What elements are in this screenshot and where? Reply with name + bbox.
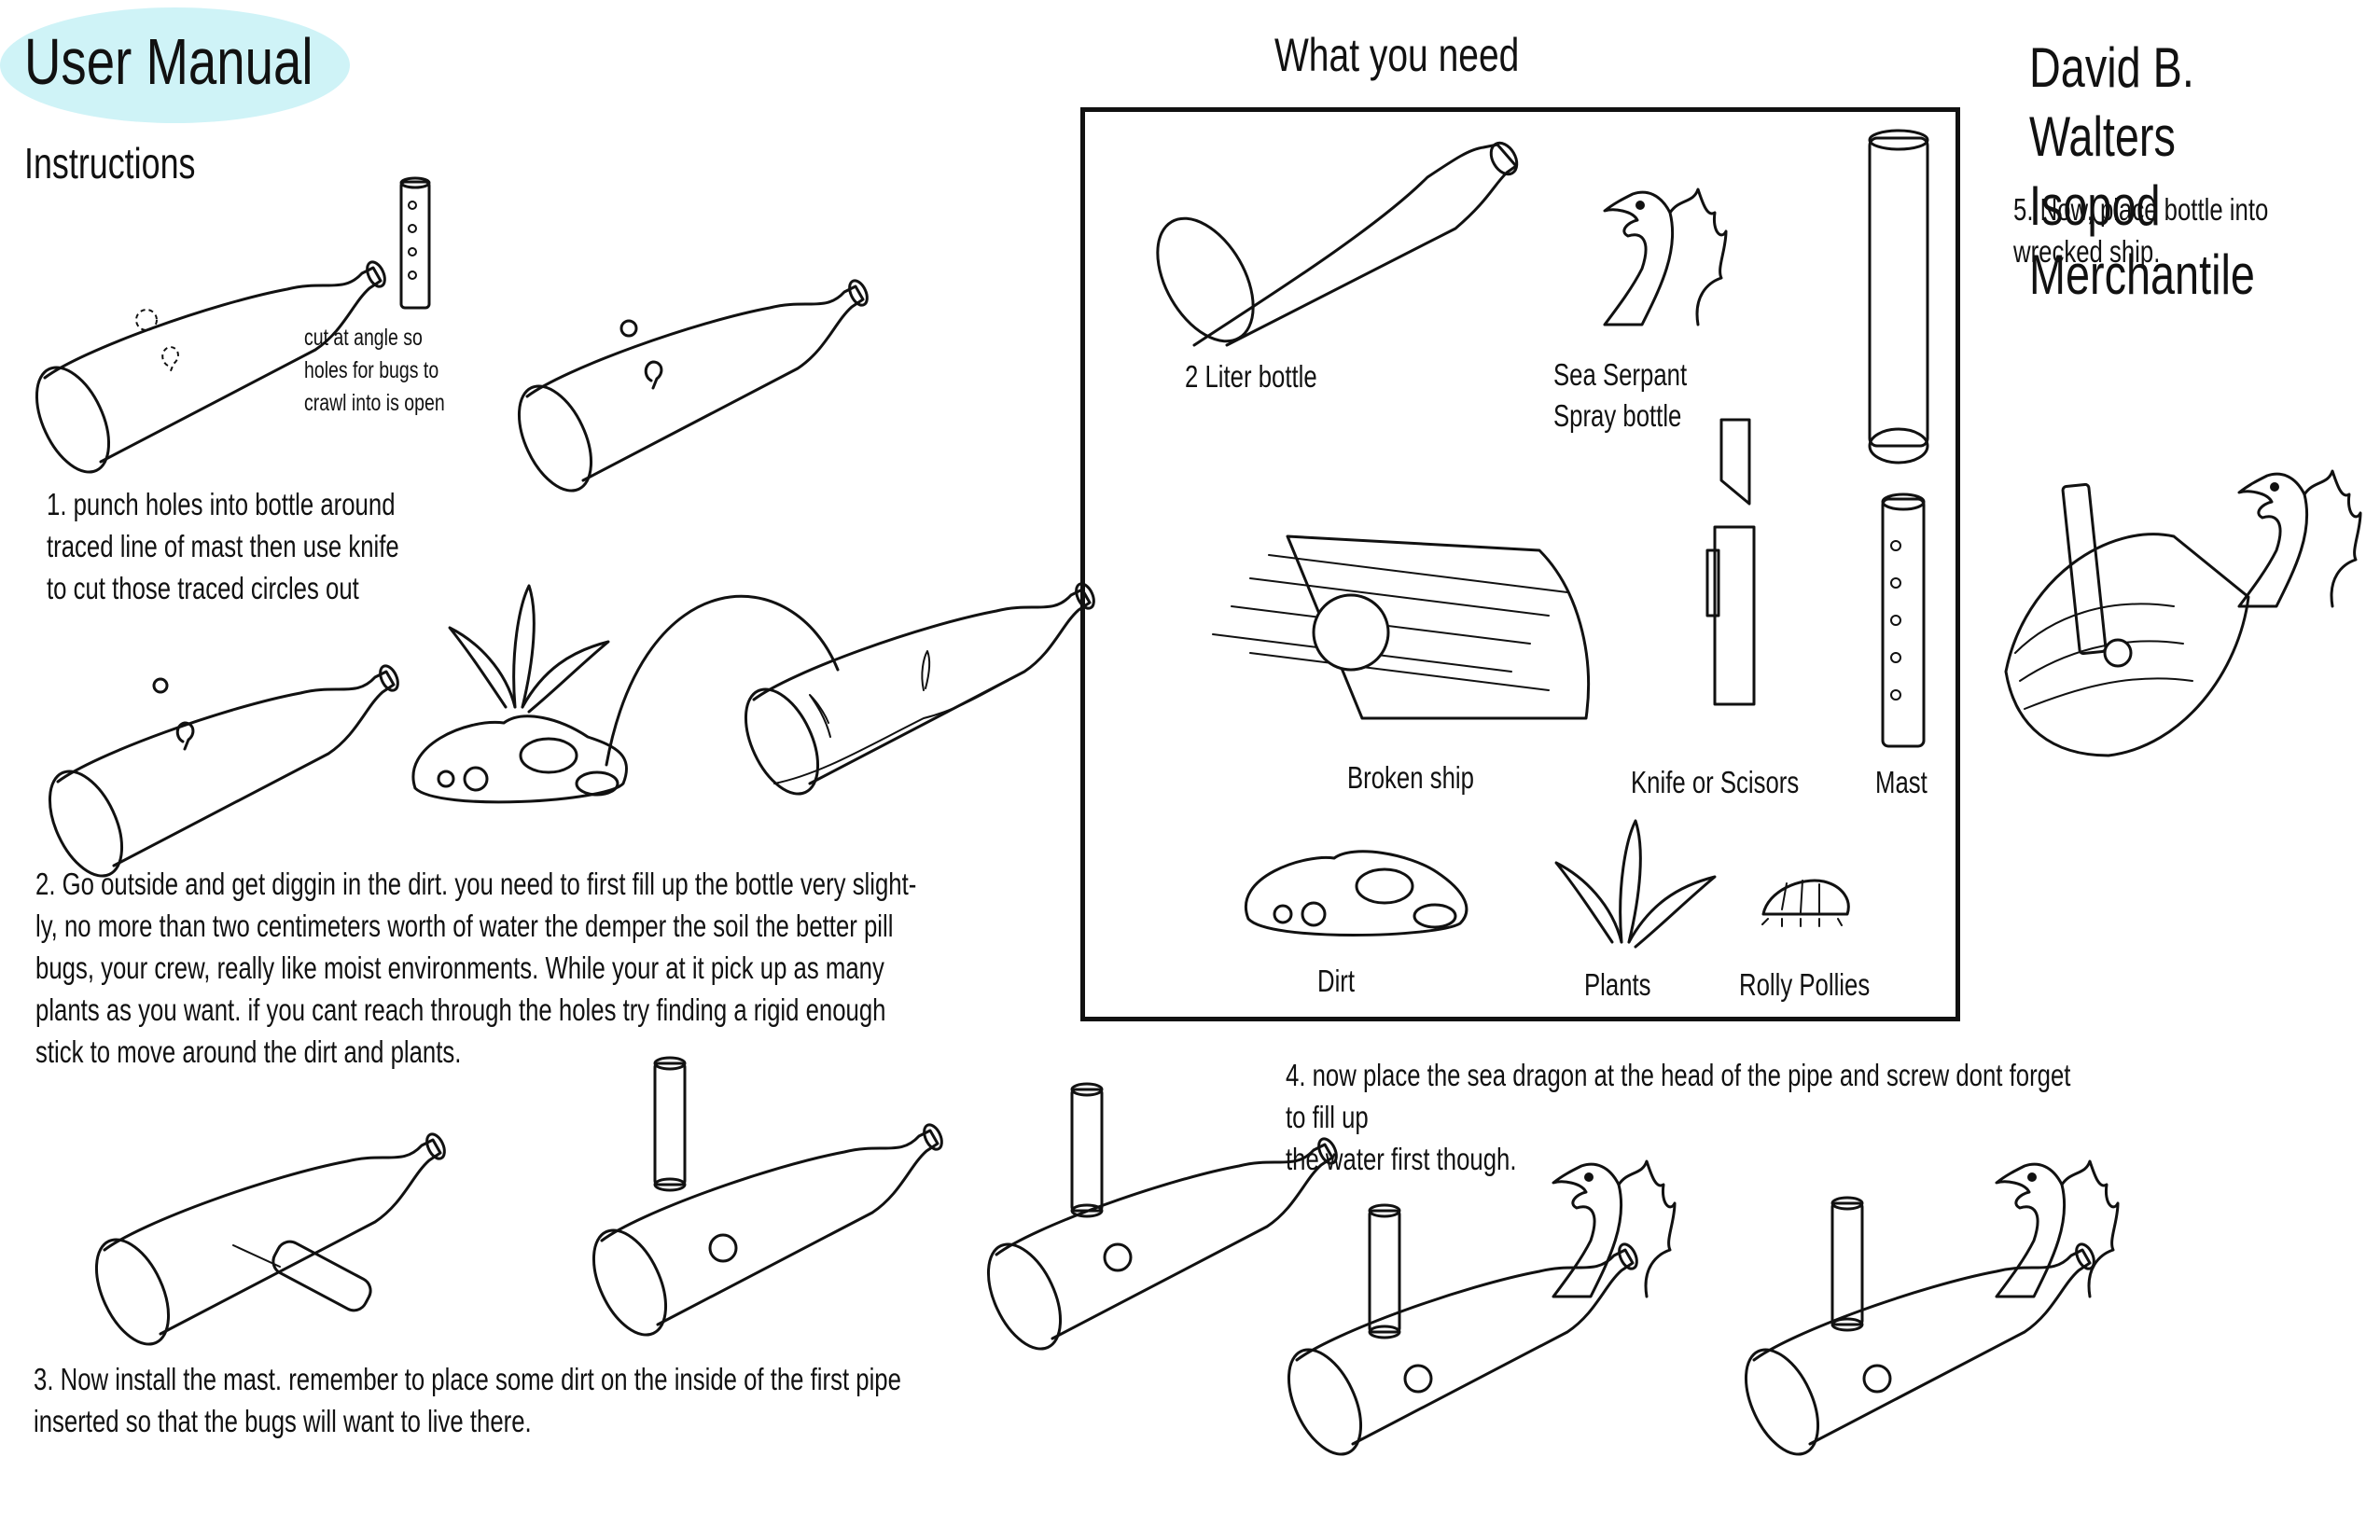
dirt-sketch (411, 715, 629, 804)
step4-bottle-b (1730, 1159, 2120, 1467)
plant-sketch (448, 584, 610, 714)
page-title: User Manual (24, 25, 313, 98)
label-serpent: Sea Serpant Spray bottle (1553, 357, 1688, 433)
step3-bottle-b (578, 1056, 947, 1348)
label-dirt: Dirt (1317, 964, 1356, 998)
supply-plants (1554, 819, 1717, 949)
step3-bottle-a (80, 1130, 450, 1357)
supply-pipe (1868, 129, 1929, 465)
step5-text: 5. Now, place bottle into wrecked ship. (2013, 192, 2269, 269)
supplies-heading: What you need (1274, 29, 1520, 81)
label-ship: Broken ship (1347, 760, 1474, 795)
step2-filled-bottle (730, 579, 1099, 807)
step1-bottle-cut (503, 276, 872, 504)
author-block: David B. Walters Isopod Merchantile (2029, 34, 2303, 310)
arrow-arc (605, 594, 840, 767)
supply-bottle (1156, 141, 1519, 347)
step4-bottle-a (1273, 1159, 1677, 1467)
label-mast: Mast (1875, 765, 1928, 799)
supply-dirt (1245, 850, 1468, 936)
supply-knife (1705, 418, 1756, 706)
step1-text: 1. punch holes into bottle around traced… (47, 487, 399, 605)
cut-mast-piece (399, 176, 431, 310)
cut-note: cut at angle so holes for bugs to crawl … (304, 325, 445, 416)
step4-text: 4. now place the sea dragon at the head … (1286, 1058, 2071, 1176)
step5-assembled-ship (2004, 469, 2362, 757)
step3-text: 3. Now install the mast. remember to pla… (34, 1362, 901, 1438)
instructions-heading: Instructions (24, 139, 196, 187)
supplies-box (1080, 107, 1960, 1021)
step1-bottle-holes (34, 661, 403, 889)
supply-serpent (1603, 187, 1728, 326)
supply-ship (1212, 534, 1590, 720)
label-bottle: 2 Liter bottle (1185, 359, 1317, 394)
supply-mast (1881, 493, 1926, 748)
step2-text: 2. Go outside and get diggin in the dirt… (35, 867, 917, 1069)
author-name: David B. Walters (2029, 36, 2194, 168)
label-knife: Knife or Scisors (1631, 765, 1800, 799)
label-bugs: Rolly Pollies (1739, 967, 1871, 1002)
title-badge (0, 7, 350, 123)
label-plants: Plants (1584, 967, 1651, 1002)
step1-bottle-marked (21, 257, 390, 485)
company-name: Isopod Merchantile (2029, 174, 2255, 306)
rolly-pollie-icon (1761, 879, 1850, 927)
step3-bottle-c (972, 1082, 1342, 1362)
